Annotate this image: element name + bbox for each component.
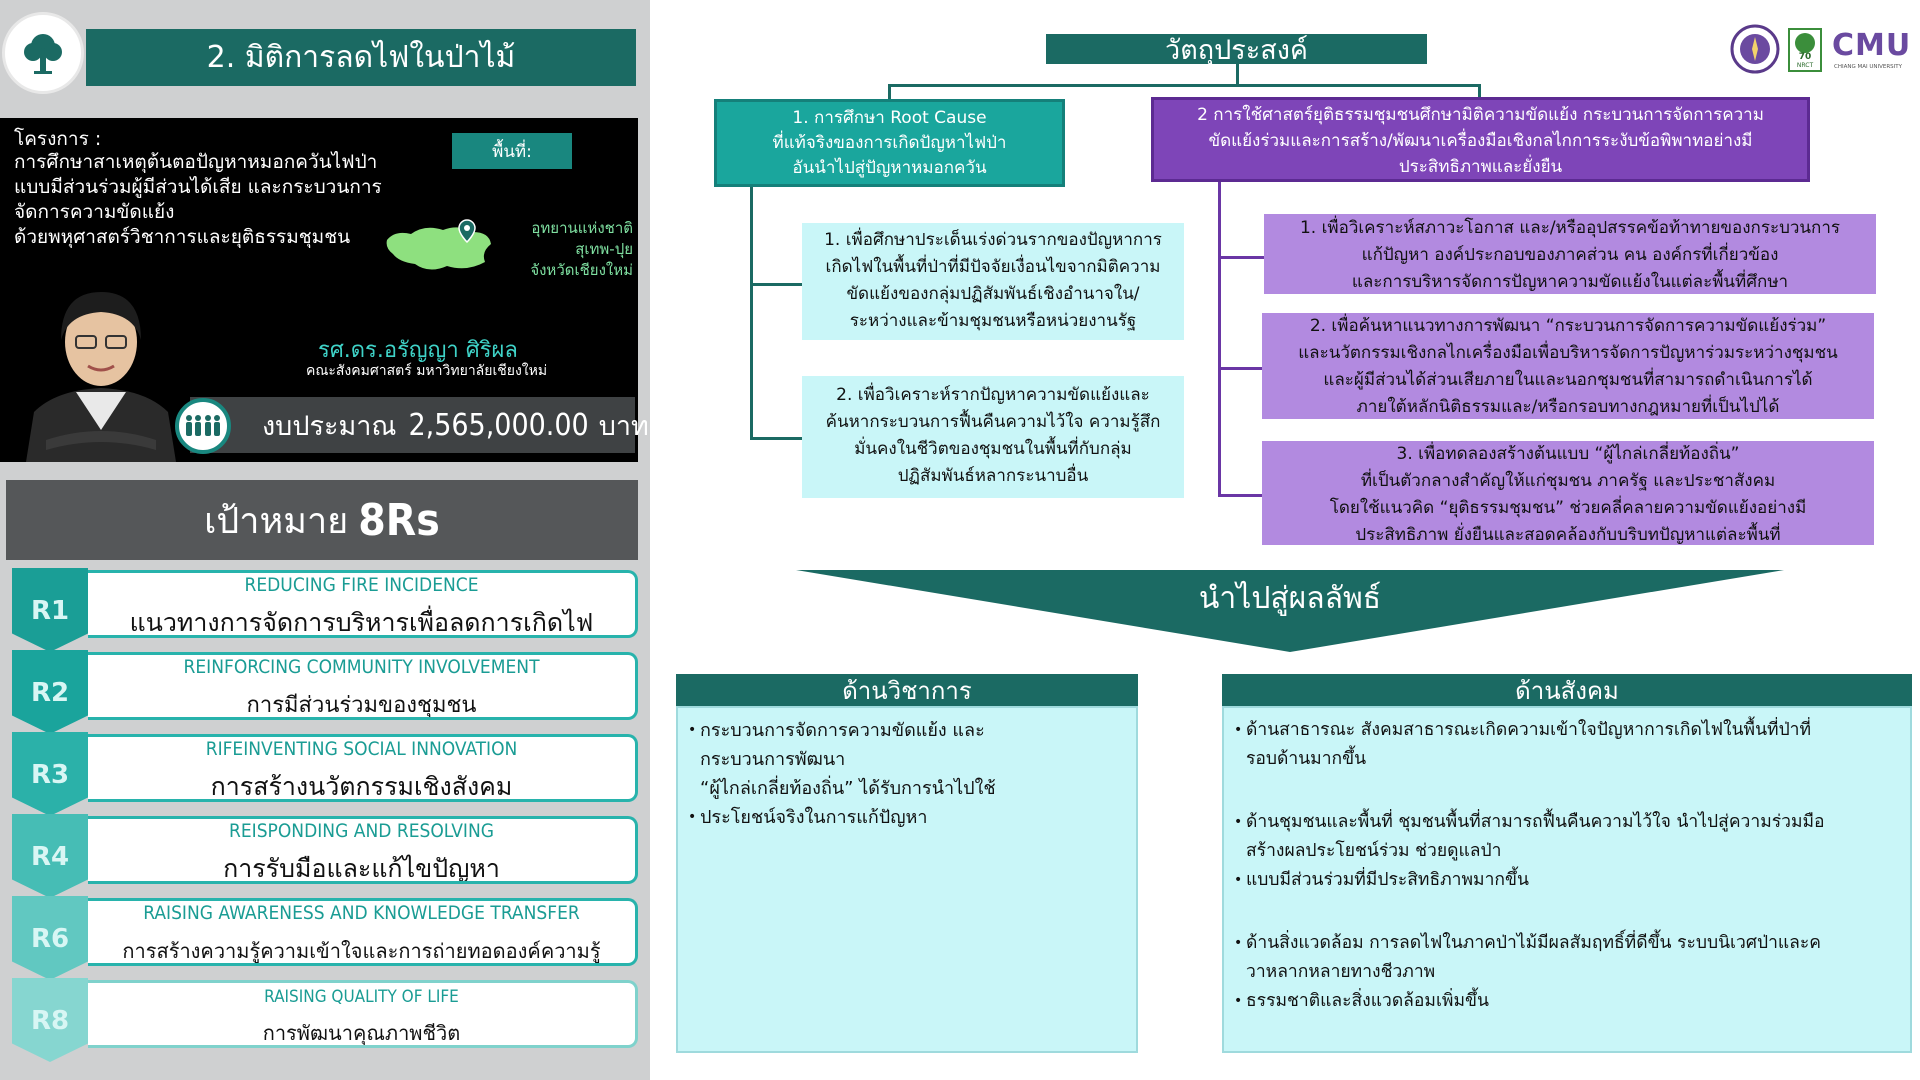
list-item: ธรรมชาติและสิ่งแวดล้อมเพิ่มขึ้น [1234, 987, 1900, 1016]
goals-prefix: เป้าหมาย [204, 500, 349, 542]
goal-code: R8 [30, 1006, 70, 1036]
list-item: ประโยชน์จริงในการแก้ปัญหา [688, 803, 1126, 832]
goal-th: การสร้างความรู้ความเข้าใจและการถ่ายทอดอง… [122, 939, 601, 963]
goal-code: R1 [30, 596, 70, 626]
goal-chevron [12, 568, 88, 652]
seal-logo [1730, 24, 1780, 74]
goal-th: การมีส่วนร่วมของชุมชน [246, 693, 477, 718]
connector-line [1478, 84, 1481, 98]
connector-line [1218, 182, 1221, 496]
map-icon [386, 219, 491, 270]
goal-code: R6 [30, 924, 70, 954]
people-icon [175, 398, 231, 454]
objective-2-main: 2 การใช้ศาสตร์ยุติธรรมชุมชนศึกษามิติความ… [1151, 97, 1810, 182]
academic-body: กระบวนการจัดการความขัดแย้ง และ กระบวนการ… [676, 706, 1138, 1053]
goals-title: 8Rs [358, 494, 440, 546]
goal-chevron [12, 896, 88, 980]
connector-line [1218, 494, 1262, 497]
goal-en: REDUCING FIRE INCIDENCE [244, 574, 479, 596]
goal-th: การรับมือและแก้ไขปัญหา [223, 854, 500, 883]
project-label: โครงการ : [14, 128, 102, 150]
goal-code: R2 [30, 678, 70, 708]
nrct-logo: 70 NRCT [1788, 28, 1822, 72]
researcher-photo [16, 262, 186, 462]
cmu-logo: CMU [1832, 28, 1912, 63]
social-header: ด้านสังคม [1222, 674, 1912, 706]
objective-2-sub-2: 2. เพื่อค้นหาแนวทางการพัฒนา “กระบวนการจั… [1262, 313, 1874, 419]
connector-line [1218, 367, 1262, 370]
goal-row: R1 REDUCING FIRE INCIDENCE แนวทางการจัดก… [0, 568, 650, 652]
outcome-arrow [796, 570, 1784, 652]
objective-1-sub-1: 1. เพื่อศึกษาประเด็นเร่งด่วนรากของปัญหาก… [802, 223, 1184, 340]
list-item: กระบวนการจัดการความขัดแย้ง และ กระบวนการ… [688, 716, 1126, 803]
cmu-subtitle: CHIANG MAI UNIVERSITY [1834, 64, 1903, 70]
goal-th: แนวทางการจัดการบริหารเพื่อลดการเกิดไฟ [129, 608, 594, 637]
goal-box: REINFORCING COMMUNITY INVOLVEMENT การมีส… [88, 652, 638, 720]
connector-line [750, 437, 802, 440]
goal-box: REDUCING FIRE INCIDENCE แนวทางการจัดการบ… [88, 570, 638, 638]
connector-line [1236, 64, 1239, 86]
logos: 70 NRCT CMU CHIANG MAI UNIVERSITY [1718, 24, 1918, 76]
nrct-number: 70 [1798, 52, 1812, 62]
objectives-header: วัตถุประสงค์ [1046, 34, 1427, 66]
connector-line [1218, 256, 1264, 259]
nrct-emblem [1795, 33, 1815, 53]
goal-chevron [12, 978, 88, 1062]
goal-box: REISPONDING AND RESOLVING การรับมือและแก… [88, 816, 638, 884]
area-text: อุทยานแห่งชาติ สุเทพ-ปุย จังหวัดเชียงใหม… [530, 219, 633, 279]
connector-line [888, 84, 891, 100]
objective-1-main: 1. การศึกษา Root Cause ที่แท้จริงของการเ… [714, 99, 1065, 187]
goal-th: การพัฒนาคุณภาพชีวิต [262, 1021, 461, 1045]
goal-box: RIFEINVENTING SOCIAL INNOVATION การสร้าง… [88, 734, 638, 802]
goal-en: RIFEINVENTING SOCIAL INNOVATION [205, 738, 518, 760]
list-item: ด้านสิ่งแวดล้อม การลดไฟในภาคป่าไม้มีผลสั… [1234, 929, 1900, 987]
objective-1-sub-2: 2. เพื่อวิเคราะห์รากปัญหาความขัดแย้งและ … [802, 376, 1184, 498]
goal-code: R4 [30, 842, 70, 872]
budget-prefix: งบประมาณ [262, 410, 397, 442]
budget-text: งบประมาณ 2,565,000.00 บาท [262, 397, 649, 453]
goal-box: RAISING AWARENESS AND KNOWLEDGE TRANSFER… [88, 898, 638, 966]
goal-row: R4 REISPONDING AND RESOLVING การรับมือแล… [0, 814, 650, 898]
goal-chevron [12, 650, 88, 734]
goal-en: REINFORCING COMMUNITY INVOLVEMENT [183, 656, 540, 678]
connector-line [750, 187, 753, 439]
researcher-affiliation: คณะสังคมศาสตร์ มหาวิทยาลัยเชียงใหม่ [306, 363, 548, 379]
researcher-name: รศ.ดร.อรัญญา ศิริผล [318, 338, 518, 363]
social-body: ด้านสาธารณะ สังคมสาธารณะเกิดความเข้าใจปั… [1222, 706, 1912, 1053]
budget-bar [190, 397, 635, 453]
goal-row: R8 RAISING QUALITY OF LIFE การพัฒนาคุณภา… [0, 978, 650, 1062]
list-item: ด้านสาธารณะ สังคมสาธารณะเกิดความเข้าใจปั… [1234, 716, 1900, 774]
area-badge: พื้นที่: [452, 133, 572, 169]
goal-row: R6 RAISING AWARENESS AND KNOWLEDGE TRANS… [0, 896, 650, 980]
objective-2-sub-1: 1. เพื่อวิเคราะห์สภาวะโอกาส และ/หรืออุปส… [1264, 214, 1876, 294]
list-item: ด้านชุมชนและพื้นที่ ชุมชนพื้นที่สามารถฟื… [1234, 808, 1900, 866]
goal-chevron [12, 732, 88, 816]
goal-en: RAISING AWARENESS AND KNOWLEDGE TRANSFER [143, 902, 580, 924]
project-text: การศึกษาสาเหตุต้นตอปัญหาหมอกควันไฟป่า แบ… [14, 151, 382, 248]
goal-th: การสร้างนวัตกรรมเชิงสังคม [210, 772, 513, 801]
goal-row: R2 REINFORCING COMMUNITY INVOLVEMENT การ… [0, 650, 650, 734]
tree-icon [2, 12, 84, 94]
budget-amount: 2,565,000.00 [408, 407, 589, 443]
budget-unit: บาท [598, 410, 649, 442]
connector-line [750, 283, 802, 286]
outcome-label: นำไปสู่ผลลัพธ์ [1198, 581, 1382, 616]
list-item: แบบมีส่วนร่วมที่มีประสิทธิภาพมากขึ้น [1234, 866, 1900, 895]
goal-row: R3 RIFEINVENTING SOCIAL INNOVATION การสร… [0, 732, 650, 816]
goals-header: เป้าหมาย 8Rs [6, 480, 638, 560]
goal-chevron [12, 814, 88, 898]
goal-en: REISPONDING AND RESOLVING [228, 820, 494, 842]
goal-code: R3 [30, 760, 70, 790]
nrct-text: NRCT [1796, 62, 1814, 69]
academic-header: ด้านวิชาการ [676, 674, 1138, 706]
page-title: 2. มิติการลดไฟในป่าไม้ [86, 29, 636, 86]
goal-box: RAISING QUALITY OF LIFE การพัฒนาคุณภาพชี… [88, 980, 638, 1048]
connector-line [888, 84, 1480, 87]
objective-2-sub-3: 3. เพื่อทดลองสร้างต้นแบบ “ผู้ไกล่เกลี่ยท… [1262, 441, 1874, 545]
goal-en: RAISING QUALITY OF LIFE [264, 987, 459, 1007]
